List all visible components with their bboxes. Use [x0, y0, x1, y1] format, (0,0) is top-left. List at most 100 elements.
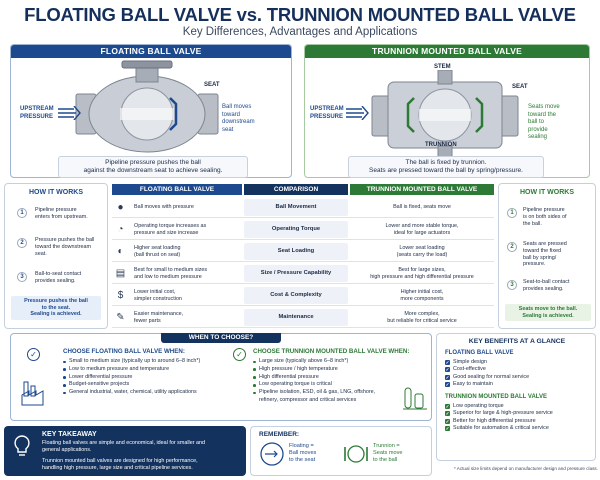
- how-it-works-note: Seats move to the ball. Sealing is achie…: [505, 304, 591, 321]
- when-to-choose-title: WHEN TO CHOOSE?: [161, 333, 281, 343]
- step-text: Pipeline pressure enters from upstream.: [35, 207, 88, 220]
- comparison-head-center: COMPARISON: [244, 184, 348, 195]
- table-row: ▤ Best for small to medium sizes and low …: [112, 263, 494, 284]
- list-item: Low operating torque is critical: [253, 381, 403, 389]
- trunnion-caption: The ball is fixed by trunnion. Seats are…: [348, 156, 544, 178]
- floating-cell: Operating torque increases as pressure a…: [134, 223, 207, 236]
- floating-check-icon: ✓: [27, 348, 40, 361]
- refinery-icon: [403, 387, 427, 410]
- wrench-icon: ✎: [116, 312, 125, 323]
- remember-title: REMEMBER:: [259, 431, 300, 438]
- list-item: ✓Simple design: [445, 359, 487, 365]
- list-item: ✓Cost-effective: [445, 366, 486, 373]
- step-text: Seats are pressed toward the fixed ball …: [523, 241, 567, 268]
- list-item: ✓Suitable for automation & critical serv…: [445, 425, 549, 432]
- dollar-icon: $: [117, 290, 124, 301]
- table-row: ✎ Easier maintenance, fewer parts Maintena…: [112, 307, 494, 328]
- floating-ball-note: Ball moves toward downstream seat: [222, 104, 255, 133]
- list-item: Small to medium size (typically up to ar…: [63, 358, 233, 366]
- trunnion-label: TRUNNION: [425, 142, 457, 148]
- floating-when-list: Small to medium size (typically up to ar…: [63, 358, 233, 397]
- floating-upstream-label: UPSTREAM PRESSURE: [20, 106, 54, 120]
- trunnion-panel-title: TRUNNION MOUNTED BALL VALVE: [305, 45, 589, 58]
- list-item: Lower differential pressure: [63, 374, 233, 382]
- check-icon: ✓: [445, 367, 450, 373]
- check-icon: ✓: [445, 411, 450, 417]
- step-text: Ball-to-seat contact provides sealing.: [35, 271, 82, 284]
- floating-valve-illustration: [75, 60, 219, 153]
- trunnion-cell: Higher initial cost, more components: [400, 289, 444, 302]
- floating-cell: Higher seat loading (ball thrust on seat…: [134, 245, 181, 258]
- step-number-1: 1: [17, 208, 27, 218]
- list-item: High differential pressure: [253, 374, 403, 382]
- floating-cell: Ball moves with pressure: [134, 204, 194, 211]
- upstream-arrow-icon: [58, 106, 81, 120]
- comparison-criterion: Cost & Complexity: [244, 287, 348, 304]
- list-item: Pipeline isolation, ESD, oil & gas, LNG,…: [253, 389, 403, 405]
- trunnion-when-list: Large size (typically above 6–8 inch*) H…: [253, 358, 403, 405]
- trunnion-check-icon: ✓: [233, 348, 246, 361]
- ball-icon: ●: [117, 202, 124, 213]
- factory-icon: [21, 381, 44, 406]
- remember-floating: Floating = Ball moves to the seat: [289, 443, 317, 463]
- key-benefits-title: KEY BENEFITS AT A GLANCE: [468, 338, 566, 345]
- list-item: High pressure / high temperature: [253, 366, 403, 374]
- trunnion-stem-label: STEM: [434, 64, 451, 70]
- check-icon: ✓: [445, 404, 450, 409]
- comparison-head-floating: FLOATING BALL VALVE: [112, 184, 242, 195]
- benefits-trunnion-list: ✓Low operating torque ✓Superior for larg…: [445, 403, 595, 433]
- key-takeaway-panel: KEY TAKEAWAY Floating ball valves are si…: [4, 426, 246, 476]
- trunnion-when-title: CHOOSE TRUNNION MOUNTED BALL VALVE WHEN:: [253, 348, 410, 355]
- floating-cell: Easier maintenance, fewer parts: [134, 311, 184, 324]
- list-item: ✓Better for high differential pressure: [445, 417, 536, 424]
- how-it-works-trunnion: HOW IT WORKS 1 Pipeline pressure is on b…: [498, 183, 596, 329]
- key-benefits-panel: KEY BENEFITS AT A GLANCE FLOATING BALL V…: [436, 333, 596, 461]
- comparison-criterion: Operating Torque: [244, 221, 348, 238]
- check-icon: ✓: [445, 426, 450, 432]
- trunnion-seat-note: Seats move toward the ball to provide se…: [528, 104, 560, 140]
- step-text: Pipeline pressure is on both sides of th…: [523, 207, 567, 227]
- key-takeaway-text-2: Trunnion mounted ball valves are designe…: [42, 458, 198, 471]
- list-item: General industrial, water, chemical, uti…: [63, 389, 233, 397]
- list-item: ✓Good sealing for normal service: [445, 373, 530, 380]
- step-number-2: 2: [507, 242, 517, 252]
- step-number-3: 3: [507, 280, 517, 290]
- comparison-criterion: Maintenance: [244, 309, 348, 326]
- trunnion-cell: More complex, but reliable for critical …: [387, 311, 457, 324]
- list-item: ✓Easy to maintain: [445, 381, 493, 388]
- pipe-icon: ▤: [115, 268, 126, 279]
- how-it-works-title: HOW IT WORKS: [28, 189, 84, 196]
- table-row: $ Lower initial cost, simpler constructio…: [112, 285, 494, 306]
- check-icon: ✓: [445, 418, 450, 424]
- key-takeaway-text-1: Floating ball valves are simple and econ…: [42, 440, 205, 453]
- step-number-2: 2: [17, 238, 27, 248]
- comparison-criterion: Ball Movement: [244, 199, 348, 216]
- lightbulb-icon: [14, 435, 30, 456]
- floating-seat-label: SEAT: [204, 82, 220, 88]
- how-it-works-title: HOW IT WORKS: [519, 189, 575, 196]
- floating-when-title: CHOOSE FLOATING BALL VALVE WHEN:: [63, 348, 185, 355]
- comparison-criterion: Size / Pressure Capability: [244, 265, 348, 282]
- comparison-criterion: Seat Loading: [244, 243, 348, 260]
- list-item: ✓Superior for large & high-pressure serv…: [445, 410, 553, 417]
- floating-ball-icon: [260, 442, 284, 466]
- step-number-3: 3: [17, 272, 27, 282]
- check-icon: ✓: [445, 374, 450, 380]
- key-takeaway-title: KEY TAKEAWAY: [42, 431, 97, 438]
- page-title: FLOATING BALL VALVE vs. TRUNNION MOUNTED…: [24, 4, 576, 25]
- how-it-works-floating: HOW IT WORKS 1 Pipeline pressure enters …: [4, 183, 108, 329]
- check-icon: ✓: [445, 360, 450, 365]
- upstream-arrow-icon: [346, 106, 369, 120]
- check-icon: ✓: [445, 382, 450, 388]
- floating-cell: Best for small to medium sizes and low t…: [134, 267, 208, 280]
- benefits-floating-list: ✓Simple design ✓Cost-effective ✓Good sea…: [445, 359, 595, 389]
- gauge-icon: ◔: [117, 224, 124, 235]
- trunnion-valve-illustration: [371, 70, 519, 159]
- list-item: Large size (typically above 6–8 inch*): [253, 358, 403, 366]
- trunnion-seat-label: SEAT: [512, 84, 528, 90]
- list-item: Budget-sensitive projects: [63, 381, 233, 389]
- trunnion-cell: Lower and more stable torque, ideal for …: [385, 223, 459, 236]
- floating-cell: Lower initial cost, simpler construction: [134, 289, 182, 302]
- step-text: Pressure pushes the ball toward the down…: [35, 237, 95, 257]
